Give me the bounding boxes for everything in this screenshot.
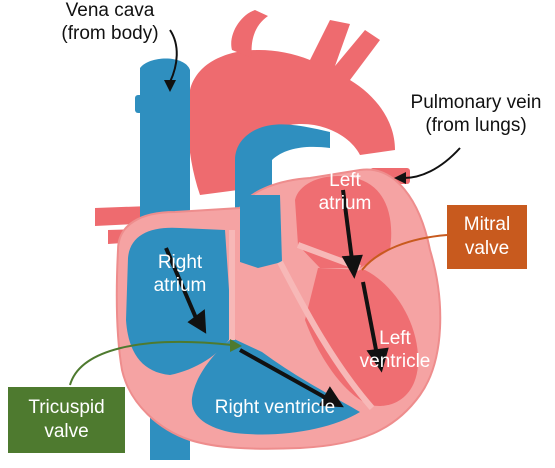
right-atrium-label-line1: Right [157, 252, 203, 273]
pulmonary-outflow [240, 195, 282, 268]
flow-arrows [164, 189, 389, 408]
tricuspid-valve-line1: Tricuspid [28, 397, 105, 419]
pulmonary-vein-label: Pulmonary vein (from lungs) [400, 92, 552, 138]
tricuspid-pointer-head [230, 339, 242, 352]
vena-cava-pointer-head [164, 80, 176, 92]
right-atrium-label: Right atrium [135, 252, 225, 298]
left-ventricle-label: Left ventricle [340, 328, 450, 374]
left-atrium-label-line1: Left [329, 170, 361, 191]
pulmonary-vein-title: Pulmonary vein [410, 92, 542, 113]
left-atrium-label-line2: atrium [318, 192, 372, 214]
aorta-left-branch [231, 10, 268, 58]
right-atrium-label-line2: atrium [153, 274, 207, 296]
pulmonary-vein-pointer [403, 147, 461, 179]
pulmonary-vein-pointer-head [394, 172, 406, 184]
tricuspid-valve-callout: Tricuspid valve [8, 387, 125, 453]
right-ventricle-chamber [191, 338, 360, 435]
mitral-valve-callout: Mitral valve [447, 205, 527, 269]
left-atrium-label: Left atrium [300, 170, 390, 216]
vena-cava-pointer [169, 29, 178, 83]
left-atrium-chamber [295, 176, 392, 268]
right-ventricle-label-text: Right ventricle [214, 397, 336, 418]
tricuspid-pointer [69, 340, 233, 386]
mitral-valve-line2: valve [464, 238, 510, 259]
vena-cava-label: Vena cava (from body) [40, 0, 180, 46]
mitral-valve-line1: Mitral [463, 214, 511, 236]
right-atrium-chamber [126, 227, 232, 375]
left-ventricle-label-line1: Left [379, 328, 411, 349]
left-ventricle-chamber [305, 268, 419, 406]
vena-cava-subtitle: (from body) [61, 22, 159, 44]
left-ventricle-label-line2: ventricle [359, 350, 431, 372]
pulmonary-vein-subtitle: (from lungs) [425, 114, 527, 136]
vena-cava-title: Vena cava [65, 0, 155, 21]
right-ventricle-label: Right ventricle [195, 397, 355, 420]
tricuspid-valve-line2: valve [44, 421, 89, 442]
mitral-pointer [361, 234, 448, 271]
